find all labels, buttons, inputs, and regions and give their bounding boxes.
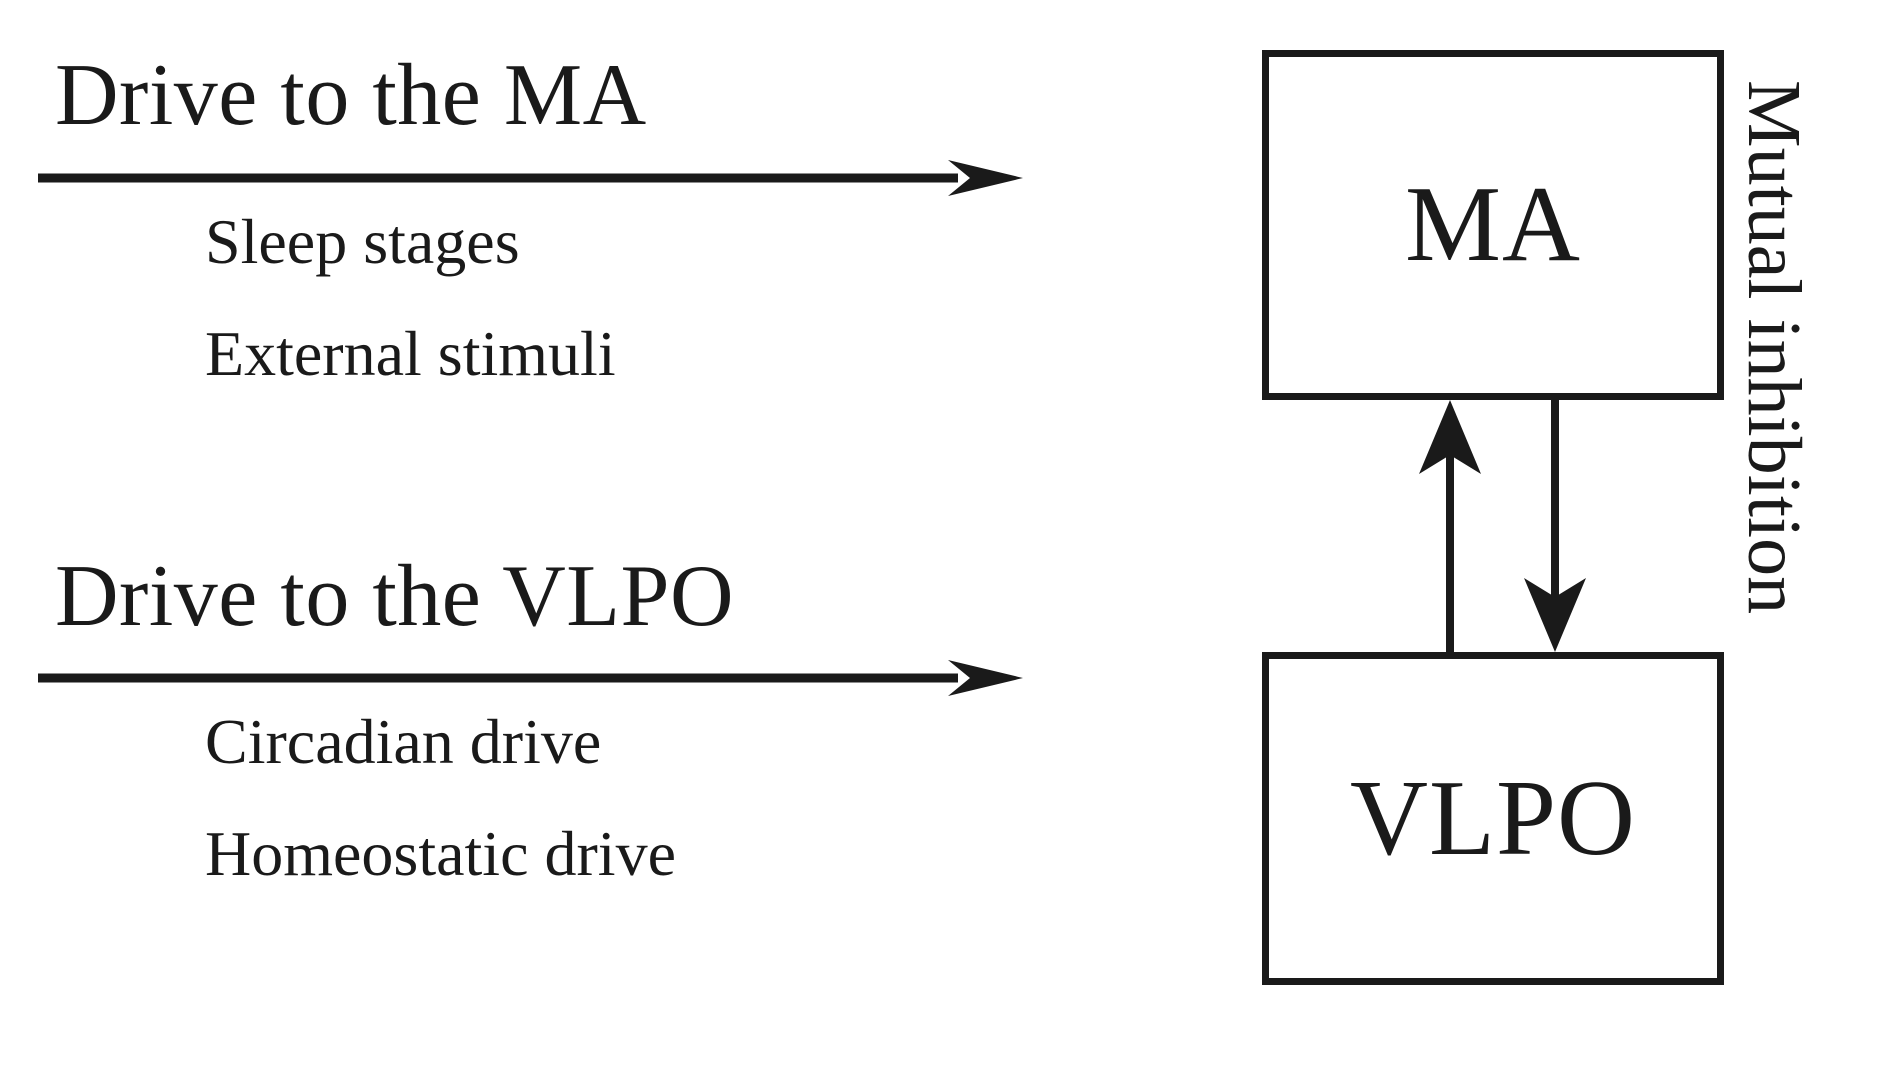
drive-to-vlpo-arrow <box>38 658 1023 698</box>
drive-to-vlpo-item-circadian-drive: Circadian drive <box>205 706 602 777</box>
drive-to-ma-item-sleep-stages: Sleep stages <box>205 206 520 277</box>
drive-to-ma-title: Drive to the MA <box>55 47 647 144</box>
drive-to-ma-arrow <box>38 158 1023 198</box>
node-box-ma[interactable]: MA <box>1262 50 1724 400</box>
mutual-inhibition-caption: Mutual inhibition <box>1732 80 1816 615</box>
connection-arrow-vlpo-to-ma <box>1405 400 1495 652</box>
drive-to-vlpo-title: Drive to the VLPO <box>55 548 735 645</box>
drive-to-vlpo-item-homeostatic-drive: Homeostatic drive <box>205 818 676 889</box>
connection-arrow-ma-to-vlpo <box>1510 400 1600 652</box>
node-box-vlpo[interactable]: VLPO <box>1262 652 1724 985</box>
node-label-vlpo: VLPO <box>1349 758 1637 878</box>
node-label-ma: MA <box>1404 165 1582 284</box>
drive-to-ma-item-external-stimuli: External stimuli <box>205 318 616 389</box>
